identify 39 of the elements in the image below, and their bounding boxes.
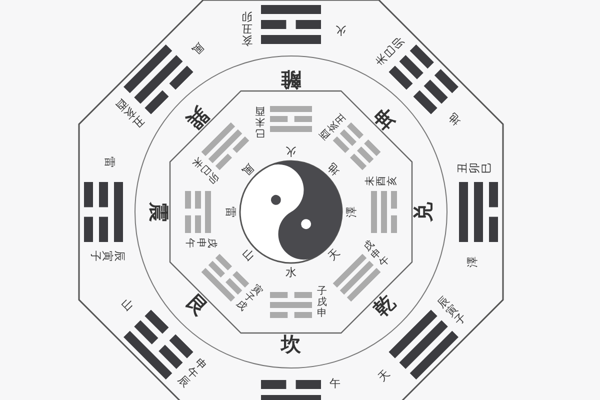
element-label: 天 xyxy=(326,247,342,263)
trigram-name: 乾 xyxy=(370,291,398,320)
element-label: 地 xyxy=(446,111,462,127)
element-label: 地 xyxy=(326,161,342,177)
element-label: 山 xyxy=(120,297,136,313)
branch-label: 戌申午 xyxy=(362,238,392,270)
trigram-name: 艮 xyxy=(184,291,212,320)
branch-label: 巳未酉 xyxy=(255,105,265,138)
element-label: 火 xyxy=(336,25,346,36)
trigram-name: 震 xyxy=(149,202,169,222)
trigram-name: 兑 xyxy=(413,202,433,222)
branch-label: 寅子戌 xyxy=(234,282,264,314)
element-label: 風 xyxy=(190,40,206,56)
branch-label: 丑亥酉 xyxy=(112,96,146,130)
element-label: 雷 xyxy=(104,156,115,168)
branch-label: 未酉亥 xyxy=(365,176,398,186)
trigram-name: 離 xyxy=(281,70,301,90)
element-label: 水 xyxy=(286,267,296,278)
trigram-name: 坎 xyxy=(281,334,301,354)
branch-label: 申午辰 xyxy=(175,356,209,390)
element-label: 山 xyxy=(240,247,256,263)
element-label: 風 xyxy=(240,161,256,177)
branch-label: 酉亥丑 xyxy=(318,110,348,142)
element-label: 火 xyxy=(286,146,296,157)
element-label: 澤 xyxy=(346,206,357,218)
branch-label: 丑卯巳 xyxy=(457,162,494,174)
branch-label: 辰寅子 xyxy=(88,250,125,262)
element-label: 雷 xyxy=(225,206,236,218)
branch-label: 亥丑卯 xyxy=(242,10,252,46)
branch-label: 未巳卯 xyxy=(373,34,407,68)
element-label: 天 xyxy=(376,368,392,384)
branch-label: 戌申午 xyxy=(184,238,217,248)
element-label: 澤 xyxy=(467,256,478,268)
branch-label: 子戌申 xyxy=(317,286,327,319)
branch-label: 午 xyxy=(330,378,340,390)
branch-label: 卯巳未 xyxy=(190,154,220,186)
trigram-name: 巽 xyxy=(184,104,212,133)
trigram-name: 坤 xyxy=(370,104,398,133)
branch-label: 辰寅子 xyxy=(436,294,470,328)
